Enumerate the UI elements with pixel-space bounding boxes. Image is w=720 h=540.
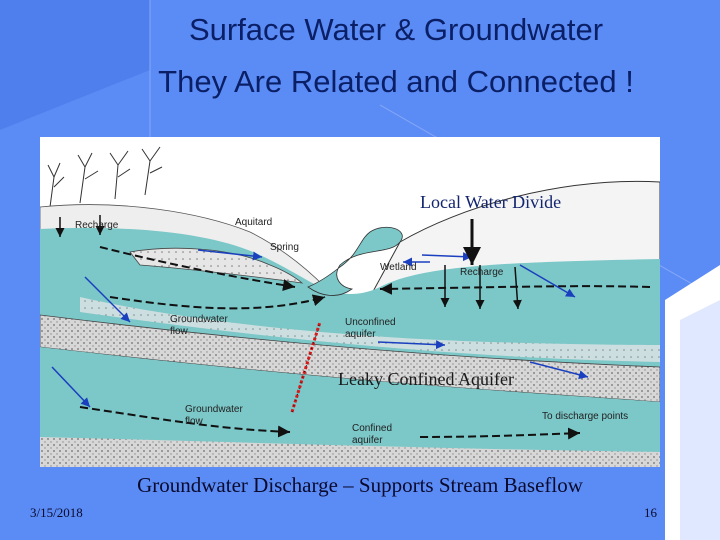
flow-arrows-black [79,246,651,440]
corner-band-top-left [0,0,150,130]
recharge-arrows [55,215,522,310]
confined-aquifer-area [40,347,660,467]
label-spring: Spring [270,242,299,253]
slide-title-line-1: Surface Water & Groundwater [188,12,604,47]
label-groundwater-flow-1a: Groundwater [170,314,228,325]
leaky-flow-arrow [290,321,322,413]
bedrock [40,437,660,467]
label-groundwater-flow-2a: Groundwater [185,404,243,415]
label-wetland: Wetland [380,262,417,273]
leaky-flow-arrow-dots [291,321,321,413]
slide-page-number: 16 [644,505,657,520]
slide-caption: Groundwater Discharge – Supports Stream … [137,473,583,497]
label-recharge-right: Recharge [460,267,504,278]
label-confined-aquifer-b: aquifer [352,435,383,446]
confining-layer [40,314,660,403]
label-groundwater-flow-1b: flow [170,326,189,337]
label-unconfined-aquifer-b: aquifer [345,329,376,340]
sediment-band [80,297,660,362]
label-groundwater-flow-2b: flow [185,416,204,427]
label-aquitard: Aquitard [235,217,272,228]
label-to-discharge-points: To discharge points [542,411,628,422]
slide-date: 3/15/2018 [30,505,83,520]
flow-arrows-blue [51,249,589,408]
aquitard-lens [129,247,304,284]
label-unconfined-aquifer-a: Unconfined [345,317,396,328]
slide-title-line-2: They Are Related and Connected ! [158,64,634,99]
stream [307,226,403,296]
label-local-water-divide: Local Water Divide [420,192,562,212]
trees [47,146,163,208]
corner-band-inner [680,300,720,540]
diagram-canvas: Recharge Aquitard Spring Wetland Recharg… [40,137,660,467]
label-confined-aquifer-a: Confined [352,423,392,434]
label-recharge-left: Recharge [75,220,119,231]
label-leaky-confined-aquifer: Leaky Confined Aquifer [338,369,514,389]
groundwater-diagram: Recharge Aquitard Spring Wetland Recharg… [40,137,660,467]
